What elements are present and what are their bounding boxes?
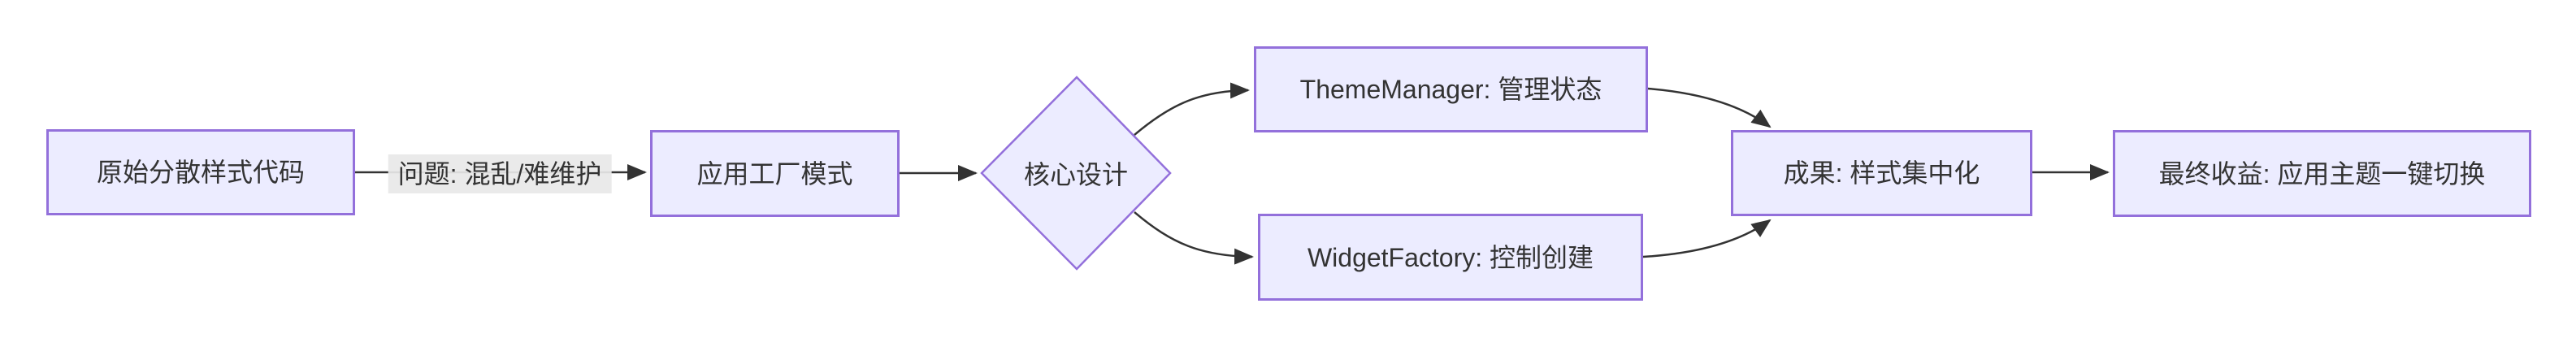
node-original-scattered-code: 原始分散样式代码: [46, 129, 355, 215]
edge-label-problem: 问题: 混乱/难维护: [388, 154, 612, 193]
node-label: 应用工厂模式: [696, 158, 853, 189]
node-widget-factory: WidgetFactory: 控制创建: [1258, 214, 1643, 301]
node-label: WidgetFactory: 控制创建: [1307, 242, 1594, 272]
edge-d-f: [1647, 87, 1772, 128]
node-label: 成果: 样式集中化: [1783, 158, 1980, 188]
node-theme-manager: ThemeManager: 管理状态: [1254, 46, 1648, 132]
node-label: 核心设计: [1023, 160, 1128, 189]
edge-c-d: [1134, 82, 1250, 136]
node-final-benefit: 最终收益: 应用主题一键切换: [2113, 130, 2531, 217]
edge-c-e: [1134, 211, 1254, 265]
node-label: 最终收益: 应用主题一键切换: [2158, 158, 2486, 189]
node-apply-factory-pattern: 应用工厂模式: [650, 130, 900, 217]
edge-label-text: 问题: 混乱/难维护: [397, 159, 602, 189]
node-label: 原始分散样式代码: [96, 158, 305, 187]
node-core-design-label: 核心设计: [995, 157, 1157, 189]
decision-node-shape: [980, 76, 1172, 271]
edge-e-f: [1642, 219, 1772, 258]
node-result-centralized-styles: 成果: 样式集中化: [1731, 130, 2032, 216]
node-label: ThemeManager: 管理状态: [1299, 75, 1602, 104]
